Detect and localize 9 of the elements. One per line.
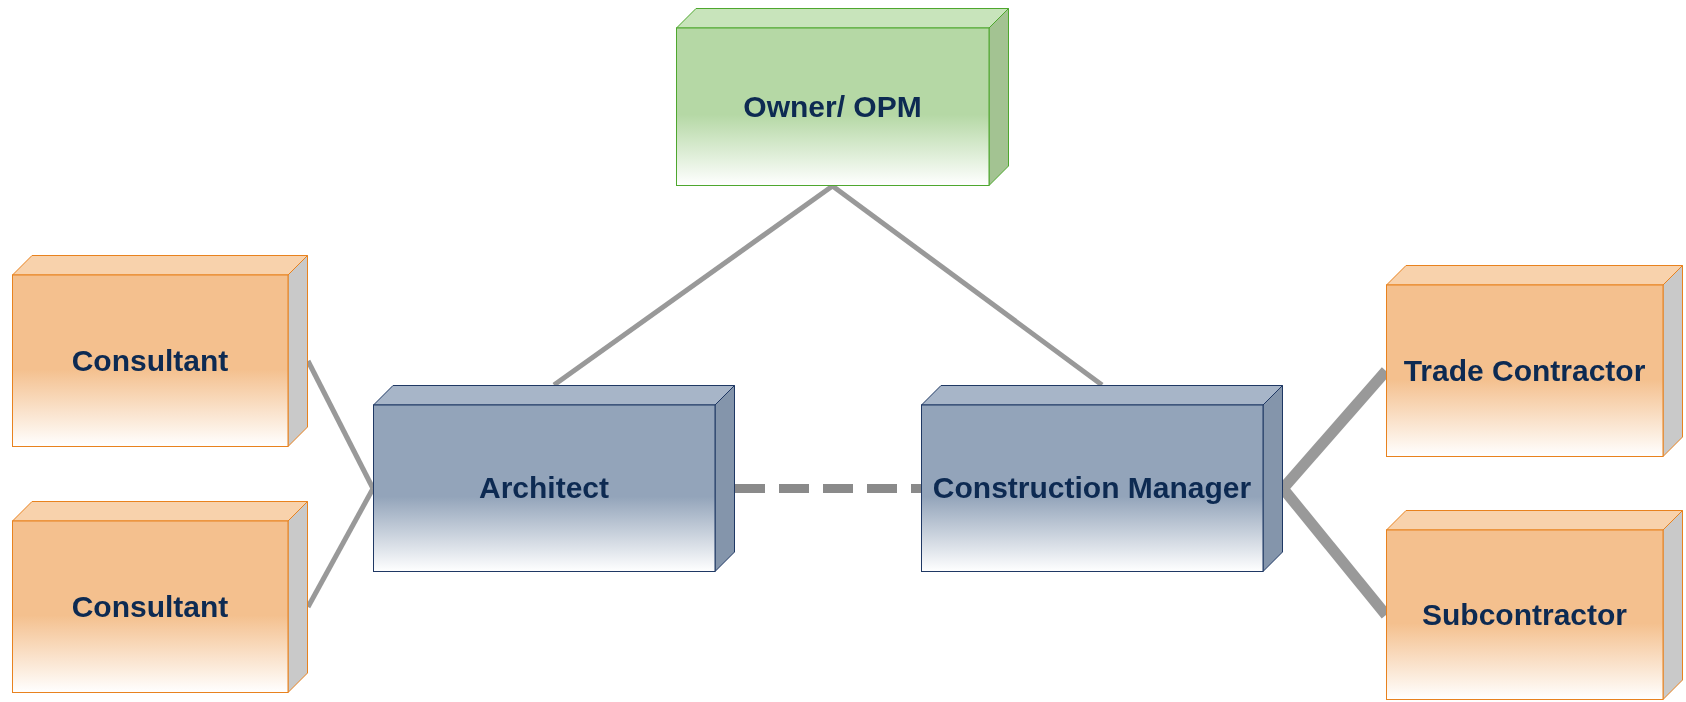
- node-label: Consultant: [71, 589, 229, 625]
- node-label: Consultant: [71, 343, 229, 379]
- node-label: Owner/ OPM: [743, 89, 922, 125]
- node-label: Architect: [478, 471, 609, 506]
- dashed-connector: [735, 484, 921, 493]
- connector-line: [831, 184, 1104, 387]
- node-label: Trade Contractor: [1403, 353, 1646, 389]
- node-label: Construction Manager: [932, 471, 1252, 506]
- node-label: Subcontractor: [1422, 597, 1627, 633]
